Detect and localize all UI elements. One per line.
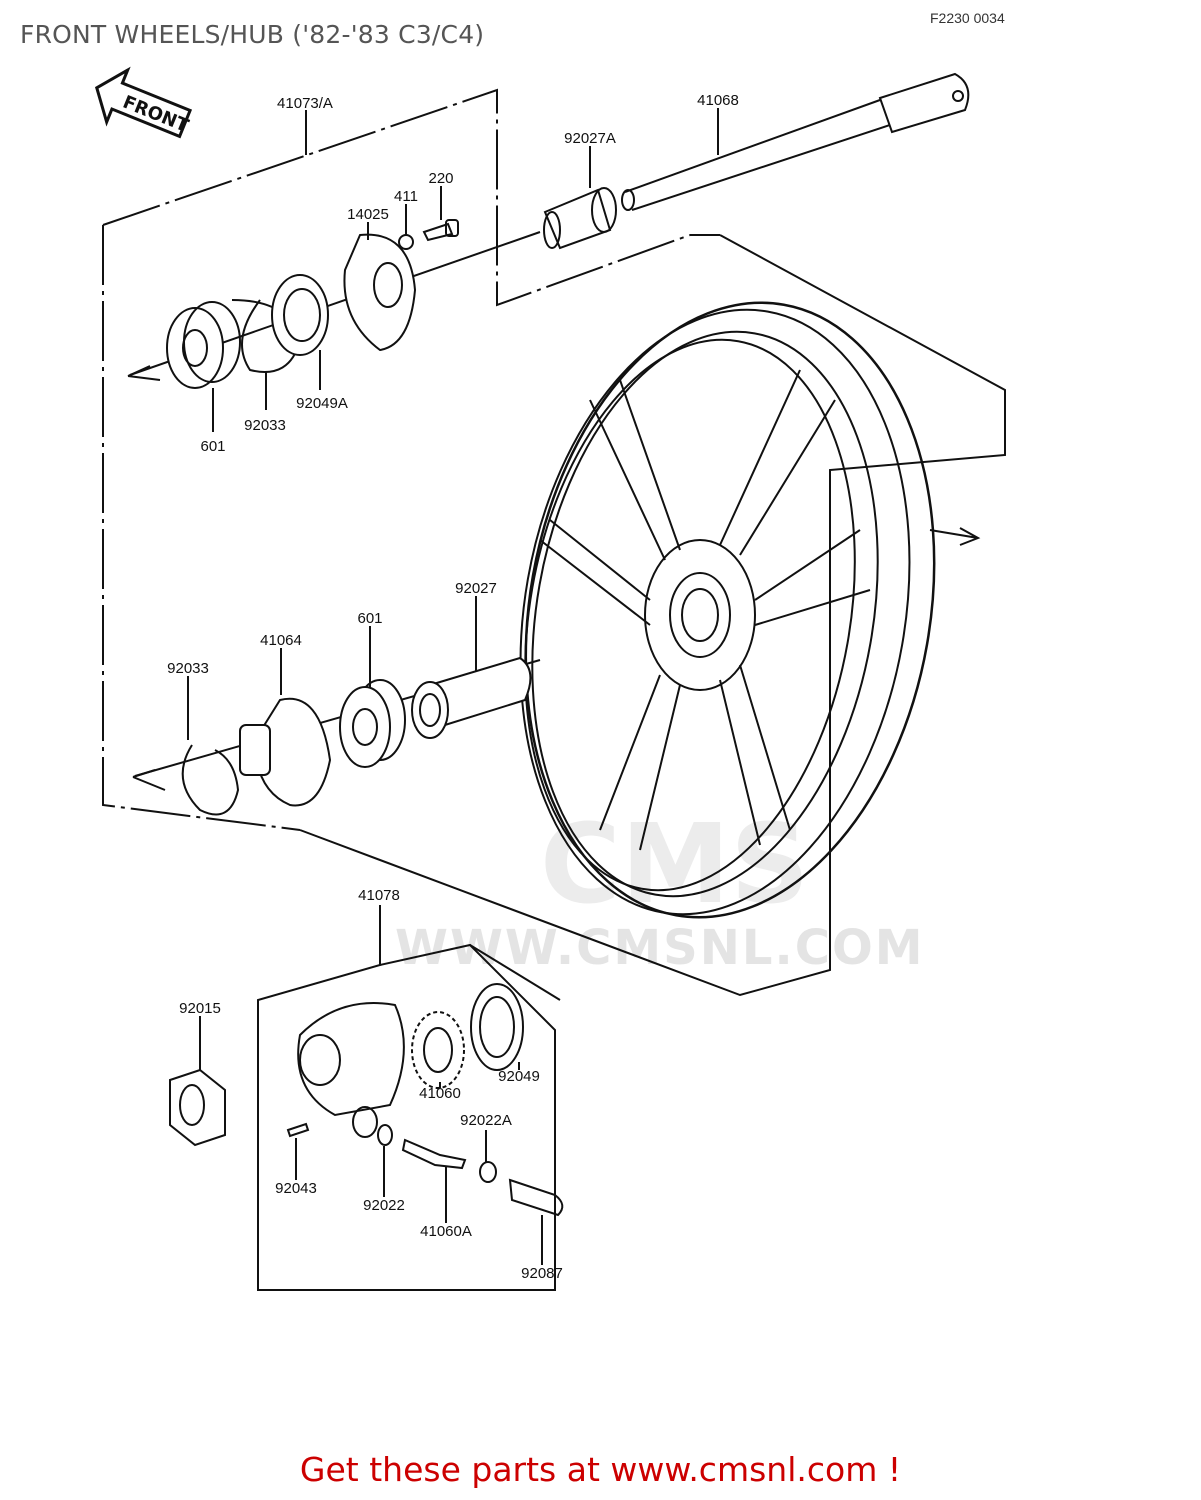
part-label-92043[interactable]: 92043 [275,1180,317,1197]
collar-92027A [543,146,617,250]
wheel-rim [519,301,936,919]
part-label-601-bottom[interactable]: 601 [357,610,383,627]
spacer-92027 [411,596,532,739]
part-label-92049[interactable]: 92049 [498,1068,540,1085]
part-label-92033-bottom[interactable]: 92033 [167,660,209,677]
part-label-92022[interactable]: 92022 [363,1197,405,1214]
washer-92022A [479,1161,497,1183]
key-92043 [286,1122,310,1138]
part-label-41068[interactable]: 41068 [697,92,739,109]
part-label-41064[interactable]: 41064 [260,632,302,649]
part-label-92027[interactable]: 92027 [455,580,497,597]
part-label-92049A[interactable]: 92049A [296,395,348,412]
part-label-92015[interactable]: 92015 [179,1000,221,1017]
seal-92049 [470,983,524,1071]
part-label-220[interactable]: 220 [428,170,454,187]
footer-link[interactable]: Get these parts at www.cmsnl.com ! [299,1450,902,1489]
part-label-41060[interactable]: 41060 [419,1085,461,1102]
part-label-92022A[interactable]: 92022A [460,1112,512,1129]
part-label-601-top[interactable]: 601 [200,438,226,455]
gear-41060 [411,1011,465,1089]
part-label-41060A[interactable]: 41060A [420,1223,472,1240]
bearing-601-bottom [339,626,406,768]
part-label-92087[interactable]: 92087 [521,1265,563,1282]
front-arrow-icon: FRONT [94,66,193,139]
bearing-601-top [166,301,241,432]
part-label-92033-top[interactable]: 92033 [244,417,286,434]
part-label-41073A[interactable]: 41073/A [277,95,333,112]
part-label-92027A[interactable]: 92027A [564,130,616,147]
watermark-url: WWW.CMSNL.COM [395,920,925,976]
part-label-411[interactable]: 411 [394,188,418,205]
washer-92022 [377,1124,393,1146]
nut-92015 [169,1016,226,1147]
washer-411 [398,234,414,250]
bolt-220 [422,222,454,242]
watermark-logo: CMS [540,800,810,928]
shaft-41060A [401,1138,467,1170]
page-title: FRONT WHEELS/HUB ('82-'83 C3/C4) [20,20,485,49]
bushing-92087 [508,1178,564,1217]
retainer-41064 [239,648,332,807]
plate-14025 [343,222,417,352]
part-label-14025[interactable]: 14025 [347,206,389,223]
part-label-41078[interactable]: 41078 [358,887,400,904]
seal-92049A [271,274,329,390]
housing-41078 [297,1002,405,1138]
circlip-92033-bottom [181,744,240,816]
diagram-code: F2230 0034 [930,10,1005,26]
axle-41068 [621,72,970,211]
